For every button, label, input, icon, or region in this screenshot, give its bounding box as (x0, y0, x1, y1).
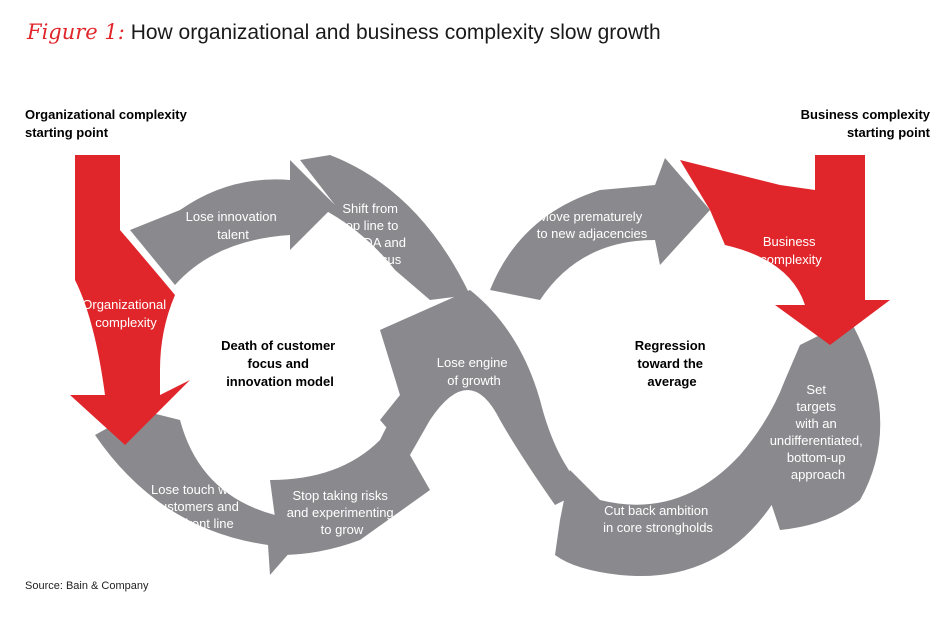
org-start-line1: Organizational complexity (25, 107, 187, 122)
segment-move-prematurely (490, 158, 710, 300)
label-lose-touch: Lose touch with customers and the front … (151, 482, 245, 531)
source-note: Source: Bain & Company (25, 580, 149, 592)
segment-lose-touch (95, 410, 305, 575)
org-complexity-start-label: Organizational complexity starting point (25, 106, 225, 142)
org-start-line2: starting point (25, 125, 109, 140)
segment-lose-engine (380, 290, 585, 505)
label-move-prematurely: Move prematurely to new adjacencies (537, 209, 648, 241)
segment-cut-back (555, 455, 775, 577)
segment-org-complexity-arrow (70, 155, 190, 445)
segment-lose-innovation-talent (130, 160, 335, 285)
label-organizational-complexity: Organizational complexity (82, 297, 169, 330)
segment-set-targets (740, 320, 881, 530)
segment-stop-risks (270, 420, 430, 555)
right-center-label: Regression toward the average (635, 338, 709, 389)
label-shift-top-line: Shift from top line to EBITDA and cost f… (334, 201, 409, 267)
biz-start-line1: Business complexity (800, 107, 930, 122)
label-set-targets: Set targets with an undifferentiated, bo… (770, 382, 867, 482)
left-center-label: Death of customer focus and innovation m… (221, 338, 339, 389)
label-lose-engine: Lose engine of growth (437, 355, 511, 388)
segment-shift-top-line (300, 155, 470, 300)
label-stop-risks: Stop taking risks and experimenting to g… (287, 488, 398, 537)
figure-label: Figure 1: (27, 20, 125, 44)
label-cut-back: Cut back ambition in core strongholds (603, 503, 713, 535)
segment-business-complexity-arrow (680, 155, 890, 345)
label-business-complexity: Business complexity (760, 234, 822, 267)
biz-complexity-start-label: Business complexity starting point (730, 106, 930, 142)
figure-title: Figure 1: How organizational and busines… (27, 20, 661, 45)
figure-title-text: How organizational and business complexi… (130, 21, 661, 44)
label-lose-innovation-talent: Lose innovation talent (186, 209, 281, 242)
biz-start-line2: starting point (846, 125, 930, 140)
